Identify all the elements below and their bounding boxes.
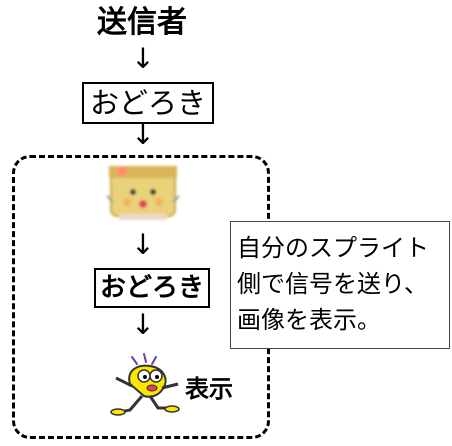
down-arrow: ↓ <box>131 308 155 341</box>
surprised-character-icon <box>110 353 180 416</box>
down-arrow: ↓ <box>131 42 155 75</box>
sprite-costume-icon <box>106 166 180 220</box>
signal-name-box: おどろき <box>82 82 215 124</box>
callout-line: 側で信号を送り、 <box>237 270 429 298</box>
down-arrow: ↓ <box>131 118 155 151</box>
callout-line: 画像を表示。 <box>237 306 381 334</box>
show-label: 表示 <box>185 375 233 403</box>
received-signal-box: おどろき <box>94 268 211 308</box>
sender-label: 送信者 <box>97 5 187 40</box>
explanation-callout: 自分のスプライト 側で信号を送り、 画像を表示。 <box>230 221 450 349</box>
callout-line: 自分のスプライト <box>237 234 429 262</box>
down-arrow: ↓ <box>131 228 155 261</box>
